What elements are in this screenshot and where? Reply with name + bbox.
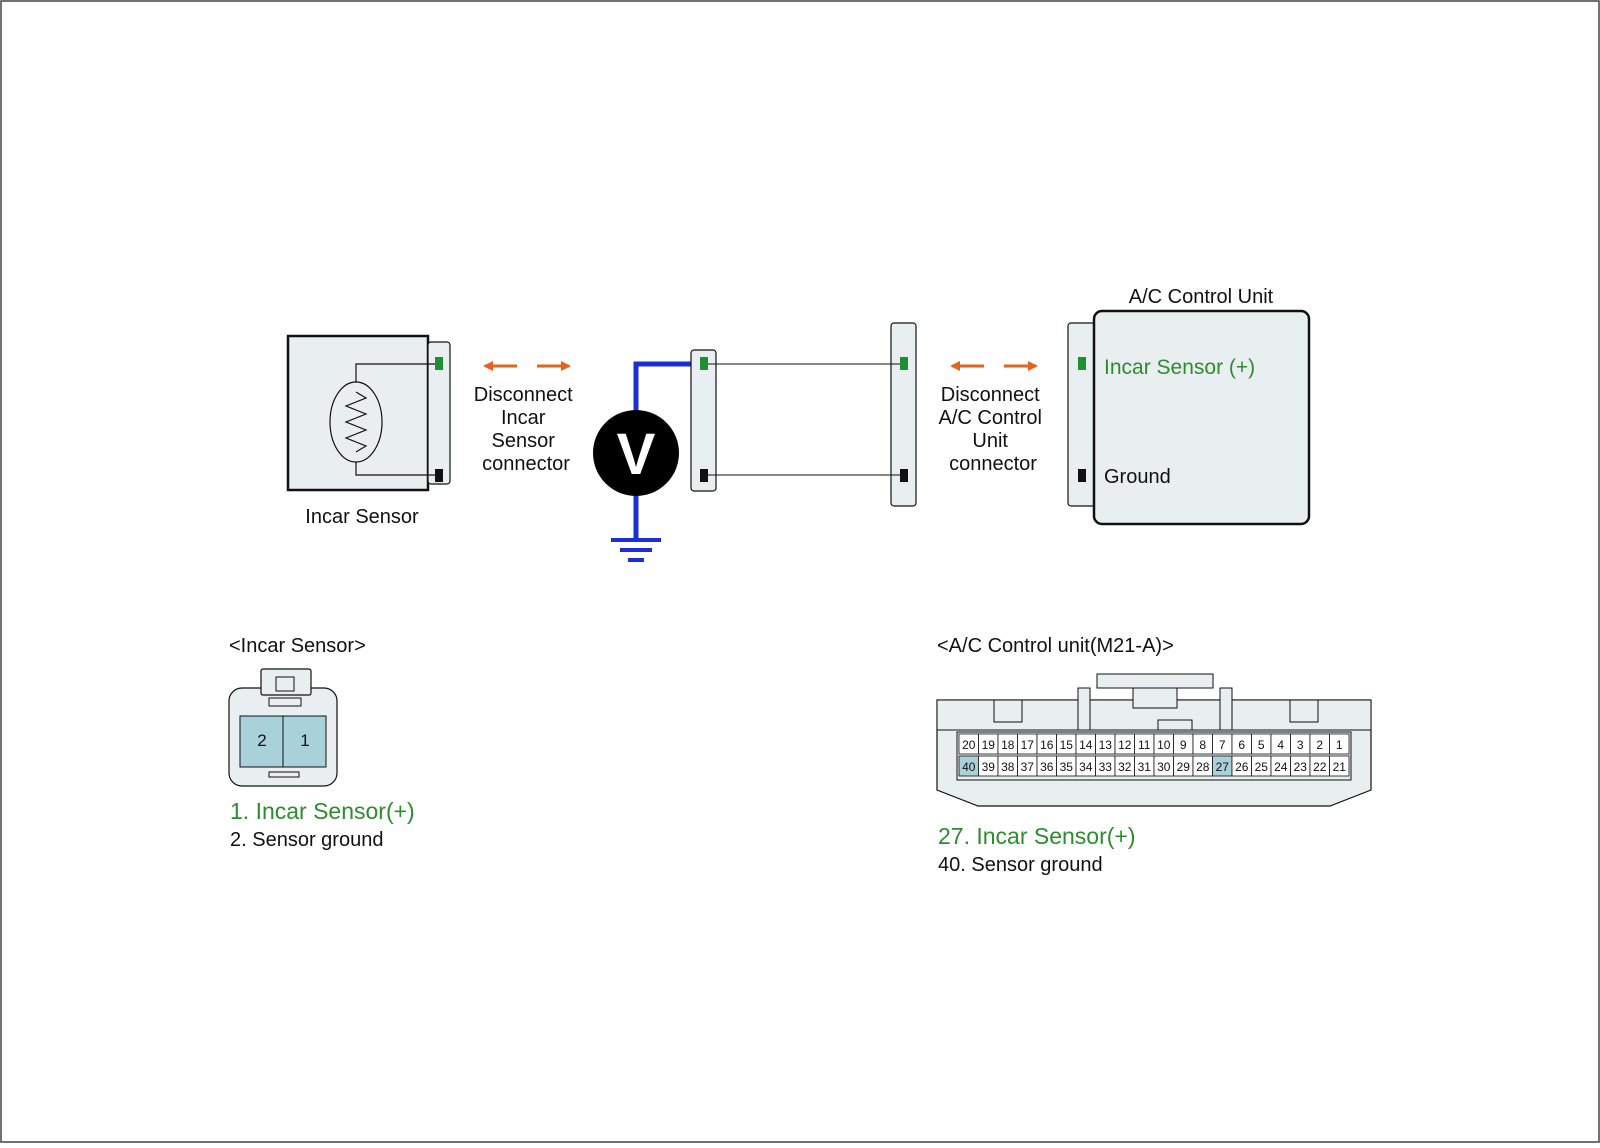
ac-legend-1: 27. Incar Sensor(+) (938, 823, 1136, 849)
ac-pin-number: 20 (962, 738, 976, 752)
incar-pin-number: 2 (257, 731, 266, 750)
ac-pin-number: 21 (1333, 760, 1347, 774)
ac-pin-number: 40 (962, 760, 976, 774)
disconnect-ac-text: Disconnect A/C Control Unit connector (939, 384, 1048, 475)
ac-pin-number: 1 (1336, 738, 1343, 752)
ac-pin-number: 26 (1235, 760, 1249, 774)
ac-pin-number: 25 (1255, 760, 1269, 774)
ac-pin-number: 34 (1079, 760, 1093, 774)
incar-sensor-connector-block (427, 341, 451, 485)
ac-pin-ground (1078, 469, 1086, 482)
ac-pin-number: 23 (1294, 760, 1308, 774)
voltmeter-letter: V (617, 422, 656, 487)
ac-pin-plus-label: Incar Sensor (+) (1104, 356, 1255, 379)
harness-pin-ground-right (900, 469, 908, 482)
ac-pin-number: 36 (1040, 760, 1054, 774)
ac-pin-number: 35 (1060, 760, 1074, 774)
resistor-zigzag (344, 391, 368, 453)
incar-sensor-label: Incar Sensor (305, 506, 419, 528)
ac-pin-number: 30 (1157, 760, 1171, 774)
harness-pin-ground-left (700, 469, 708, 482)
harness-pin-plus-left (700, 357, 708, 370)
disconnect-incar-text: Disconnect Incar Sensor connector (474, 384, 579, 475)
sensor-pin-ground (435, 469, 443, 482)
ac-pin-number: 10 (1157, 738, 1171, 752)
ac-pin-number: 5 (1258, 738, 1265, 752)
incar-sensor-body (286, 334, 451, 492)
thermistor-icon (329, 381, 383, 463)
ac-control-unit-body (1067, 309, 1311, 526)
ac-connector-title: <A/C Control unit(M21-A)> (937, 635, 1174, 657)
ac-pin-number: 6 (1238, 738, 1245, 752)
incar-legend-2: 2. Sensor ground (230, 829, 383, 851)
ac-pin-number: 14 (1079, 738, 1093, 752)
ac-pin-number: 7 (1219, 738, 1226, 752)
ac-unit-title: A/C Control Unit (1129, 286, 1274, 308)
ac-pin-cell (1329, 733, 1350, 755)
incar-legend-1: 1. Incar Sensor(+) (230, 798, 415, 824)
incar-connector-title: <Incar Sensor> (229, 635, 366, 657)
harness-pin-plus-right (900, 357, 908, 370)
ac-pin-number: 12 (1118, 738, 1132, 752)
harness-connector-sensor-side (690, 349, 717, 492)
ac-pin-number: 16 (1040, 738, 1054, 752)
sensor-pin-plus (435, 357, 443, 370)
ac-pin-number: 8 (1199, 738, 1206, 752)
ac-pin-number: 19 (982, 738, 996, 752)
ac-pin-number: 38 (1001, 760, 1015, 774)
ac-pin-number: 3 (1297, 738, 1304, 752)
ac-pin-number: 32 (1118, 760, 1132, 774)
ac-pin-number: 15 (1060, 738, 1074, 752)
ac-pin-number: 28 (1196, 760, 1210, 774)
incar-connector-face: 2 1 (228, 668, 338, 787)
incar-pin-cavity-1 (282, 715, 327, 768)
ac-pin-number: 18 (1001, 738, 1015, 752)
ac-pin-number: 17 (1021, 738, 1035, 752)
voltmeter-lead-positive (633, 361, 706, 412)
ac-pin-number: 13 (1099, 738, 1113, 752)
ground-symbol-icon (611, 538, 661, 562)
ac-pin-ground-label: Ground (1104, 466, 1171, 488)
ac-pin-number: 11 (1138, 738, 1151, 752)
ac-pin-number: 24 (1274, 760, 1288, 774)
ac-pin-number: 9 (1180, 738, 1187, 752)
ac-pin-number: 4 (1277, 738, 1284, 752)
ac-pin-number: 37 (1021, 760, 1035, 774)
ac-pin-plus (1078, 357, 1086, 370)
ac-pin-number: 2 (1316, 738, 1323, 752)
ac-pin-number: 27 (1216, 760, 1230, 774)
ac-pin-number: 29 (1177, 760, 1191, 774)
ac-pin-number: 39 (982, 760, 996, 774)
sensor-wire-bottom (355, 462, 439, 476)
ac-pin-number: 22 (1313, 760, 1327, 774)
voltmeter-icon: V (593, 410, 679, 496)
sensor-wire-top (355, 363, 439, 382)
ac-pin-cell (1329, 755, 1350, 777)
incar-pin-cavity-2 (239, 715, 284, 768)
ac-pin-number: 31 (1138, 760, 1152, 774)
ac-legend-2: 40. Sensor ground (938, 854, 1103, 876)
incar-pin-number: 1 (300, 731, 309, 750)
harness-connector-unit-side (890, 322, 917, 507)
ac-pin-number: 33 (1099, 760, 1113, 774)
